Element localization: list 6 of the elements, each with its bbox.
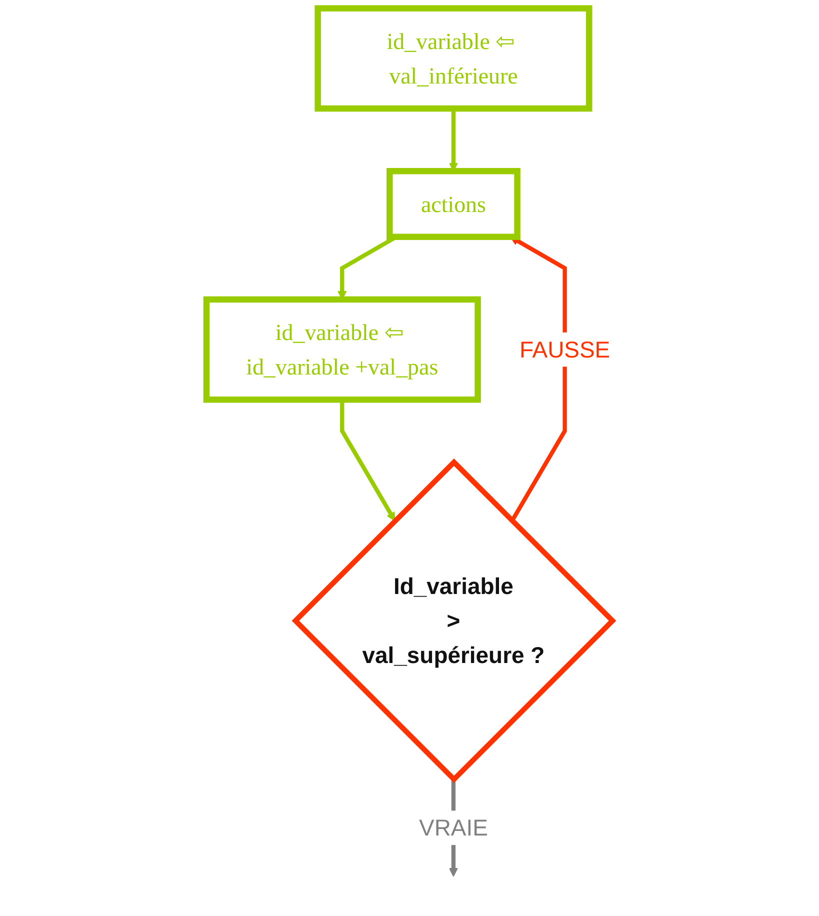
node-box: id_variable ⇦ val_inférieure [314,5,592,112]
node-box: actions [386,168,520,240]
node-box: id_variable ⇦ id_variable +val_pas [203,296,481,403]
edge-label: VRAIE [419,814,488,841]
edge-label: FAUSSE [520,336,610,363]
node-diamond: Id_variable > val_supérieure ? [292,458,616,783]
